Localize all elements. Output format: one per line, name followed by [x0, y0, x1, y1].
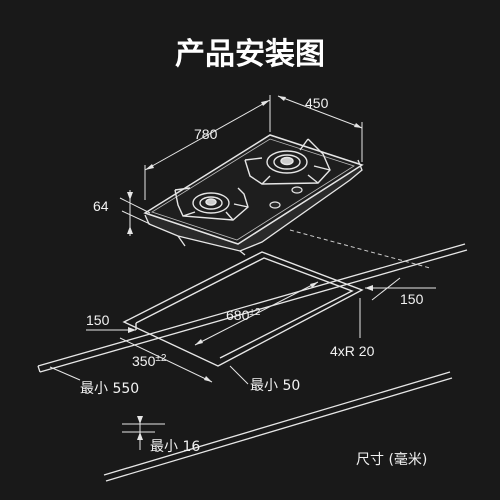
control-knob-right: [291, 186, 303, 194]
control-knob-left: [269, 201, 281, 209]
cutout: [122, 251, 364, 367]
arrowheads: [127, 96, 373, 440]
unit-note: 尺寸 (毫米): [356, 451, 427, 468]
height-label: 64: [93, 198, 109, 214]
countertop: [37, 243, 468, 373]
cutout-width-value: 680: [226, 307, 250, 323]
small-burner: [174, 187, 249, 221]
cutout-depth-label: 350±2: [132, 353, 167, 369]
cutout-depth-value: 350: [132, 353, 156, 369]
hob: [143, 134, 364, 256]
corner-radius-label: 4xR 20: [330, 343, 375, 359]
countertop-front-edge: [103, 371, 453, 482]
cutout-width-tolerance: ±2: [249, 307, 260, 318]
cutout-depth-tolerance: ±2: [155, 353, 166, 364]
page-title: 产品安装图: [175, 37, 325, 72]
min-side-label: 最小 550: [80, 381, 139, 397]
min-below-label: 最小 16: [150, 439, 200, 455]
dimension-lines: [49, 95, 436, 450]
left-margin-label: 150: [86, 312, 110, 328]
width-label: 780: [194, 126, 218, 142]
projection-line: [289, 229, 431, 269]
large-burner: [244, 138, 331, 185]
min-back-label: 最小 50: [250, 378, 300, 394]
cutout-width-label: 680±2: [226, 307, 261, 323]
right-margin-label: 150: [400, 291, 424, 307]
depth-label: 450: [305, 95, 329, 111]
